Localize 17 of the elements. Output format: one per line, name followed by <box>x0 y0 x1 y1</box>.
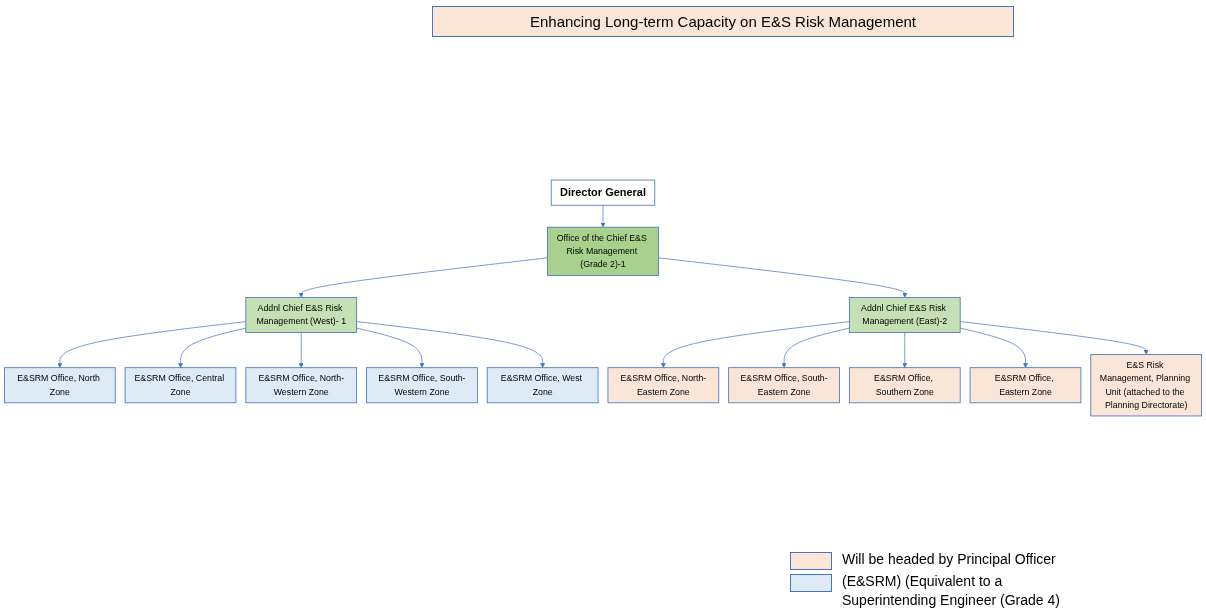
node-box: E&SRM Office, Southern Zone <box>848 367 961 404</box>
node-box: E&SRM Office, Eastern Zone <box>969 367 1082 404</box>
node-box: Office of the Chief E&S Risk Management (Grade 2)-1 <box>547 226 659 276</box>
legend-text: (E&SRM) (Equivalent to a Superintending Engineer (Grade 4) <box>842 572 1061 610</box>
node-box: E&SRM Office, North-Eastern Zone <box>607 367 720 404</box>
node-box: Director General <box>550 179 656 206</box>
node-box: E&SRM Office, North-Western Zone <box>245 367 358 404</box>
node-box: E&S Risk Management, Planning Unit (attached to the Planning Directorate) <box>1090 354 1202 417</box>
legend-text: Will be headed by Principal Officer <box>842 550 1057 569</box>
node-box: E&SRM Office, West Zone <box>486 367 599 404</box>
node-box: Addnl Chief E&S Risk Management (West)- 1 <box>245 297 358 333</box>
node-box: E&SRM Office, South-Western Zone <box>366 367 478 404</box>
node-box: Addnl Chief E&S Risk Management (East)-2 <box>848 297 961 333</box>
node-box: E&SRM Office, South-Eastern Zone <box>728 367 840 404</box>
node-box: E&SRM Office, North Zone <box>3 367 116 404</box>
node-box: E&SRM Office, Central Zone <box>124 367 237 404</box>
title-box: Enhancing Long-term Capacity on E&S Risk Management <box>432 6 1014 37</box>
